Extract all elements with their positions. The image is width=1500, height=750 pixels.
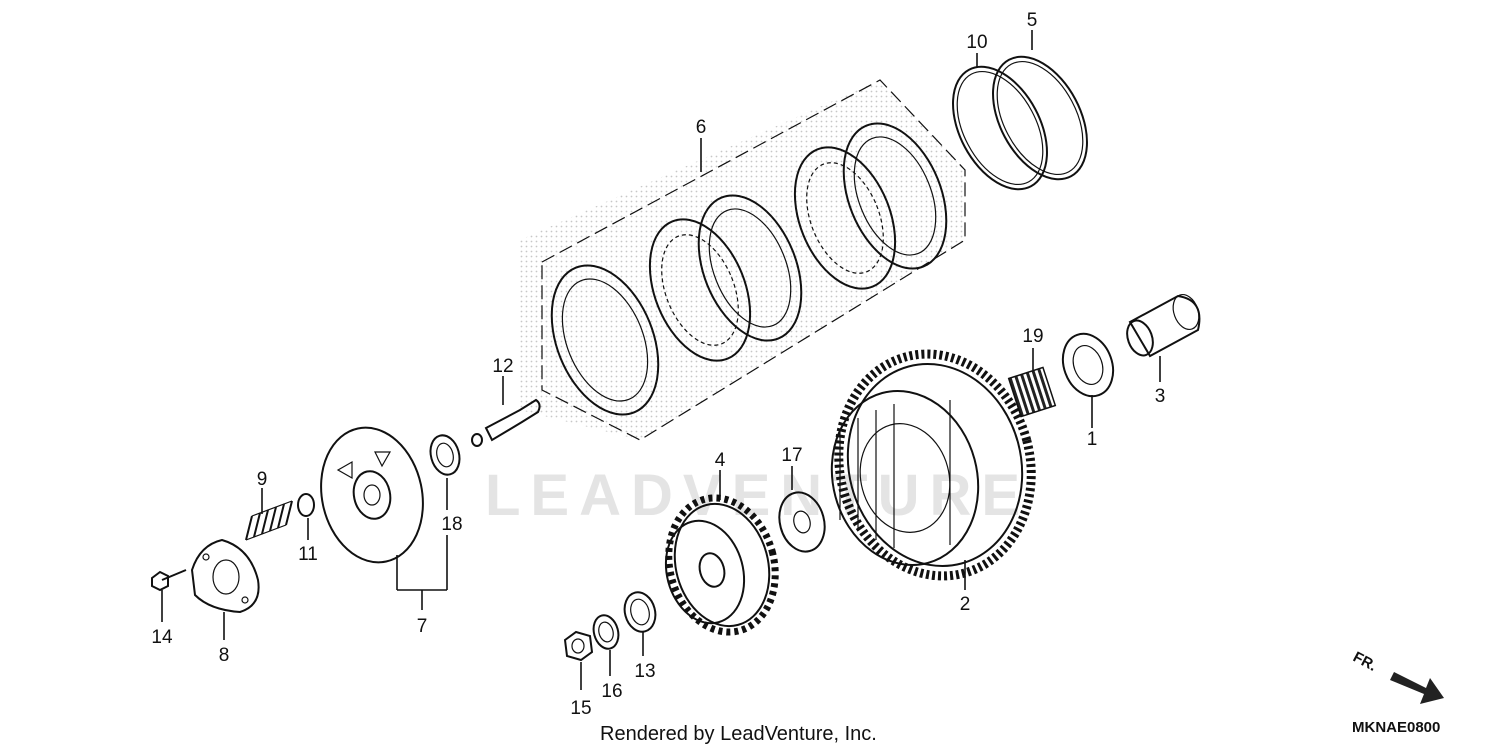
label-6: 6 xyxy=(696,117,707,138)
diagram-code: MKNAE0800 xyxy=(1352,719,1440,736)
footer-credit: Rendered by LeadVenture, Inc. xyxy=(600,723,877,745)
part-8-plate[interactable] xyxy=(190,538,260,614)
label-3: 3 xyxy=(1155,386,1166,407)
part-9-spring[interactable] xyxy=(245,500,293,541)
label-1: 1 xyxy=(1087,429,1098,450)
label-4: 4 xyxy=(715,450,726,471)
label-17: 17 xyxy=(781,445,802,466)
label-18: 18 xyxy=(441,514,462,535)
label-15: 15 xyxy=(570,698,591,719)
label-14: 14 xyxy=(151,627,173,648)
part-14-bolt[interactable] xyxy=(151,569,187,592)
label-11: 11 xyxy=(298,544,318,565)
direction-label: FR. xyxy=(1350,649,1379,675)
part-labels: 1 2 3 4 5 6 7 8 9 10 11 12 13 14 15 16 1… xyxy=(151,10,1165,719)
part-17-washer[interactable] xyxy=(773,487,831,556)
part-3-sleeve[interactable] xyxy=(1123,291,1204,359)
part-7-pressure-plate[interactable] xyxy=(309,418,435,572)
label-19: 19 xyxy=(1022,326,1043,347)
part-4-clutch-center[interactable] xyxy=(654,486,790,644)
part-11-ring[interactable] xyxy=(297,493,315,517)
part-10-ring[interactable] xyxy=(934,51,1067,205)
part-12-lifter-rod[interactable] xyxy=(471,398,541,447)
leader-lines xyxy=(161,30,1161,690)
label-16: 16 xyxy=(601,681,622,702)
label-12: 12 xyxy=(492,356,513,377)
part-5-ring[interactable] xyxy=(974,41,1107,195)
part-6-clutch-plates[interactable] xyxy=(520,79,966,441)
part-1-collar[interactable] xyxy=(1055,327,1122,404)
label-10: 10 xyxy=(966,32,987,53)
label-5: 5 xyxy=(1027,10,1038,31)
label-9: 9 xyxy=(257,469,268,490)
part-15-nut[interactable] xyxy=(563,630,594,662)
front-arrow-icon xyxy=(1390,672,1444,704)
part-2-outer-clutch[interactable] xyxy=(813,332,1056,598)
part-16-washer[interactable] xyxy=(590,612,622,651)
part-18-bearing[interactable] xyxy=(426,432,463,478)
label-8: 8 xyxy=(219,645,230,666)
part-19-needle-bearing[interactable] xyxy=(1007,366,1057,418)
part-13-washer[interactable] xyxy=(620,589,659,635)
label-7: 7 xyxy=(417,616,428,637)
label-13: 13 xyxy=(634,661,655,682)
label-2: 2 xyxy=(960,594,971,615)
front-direction-indicator: FR. xyxy=(1350,649,1444,704)
